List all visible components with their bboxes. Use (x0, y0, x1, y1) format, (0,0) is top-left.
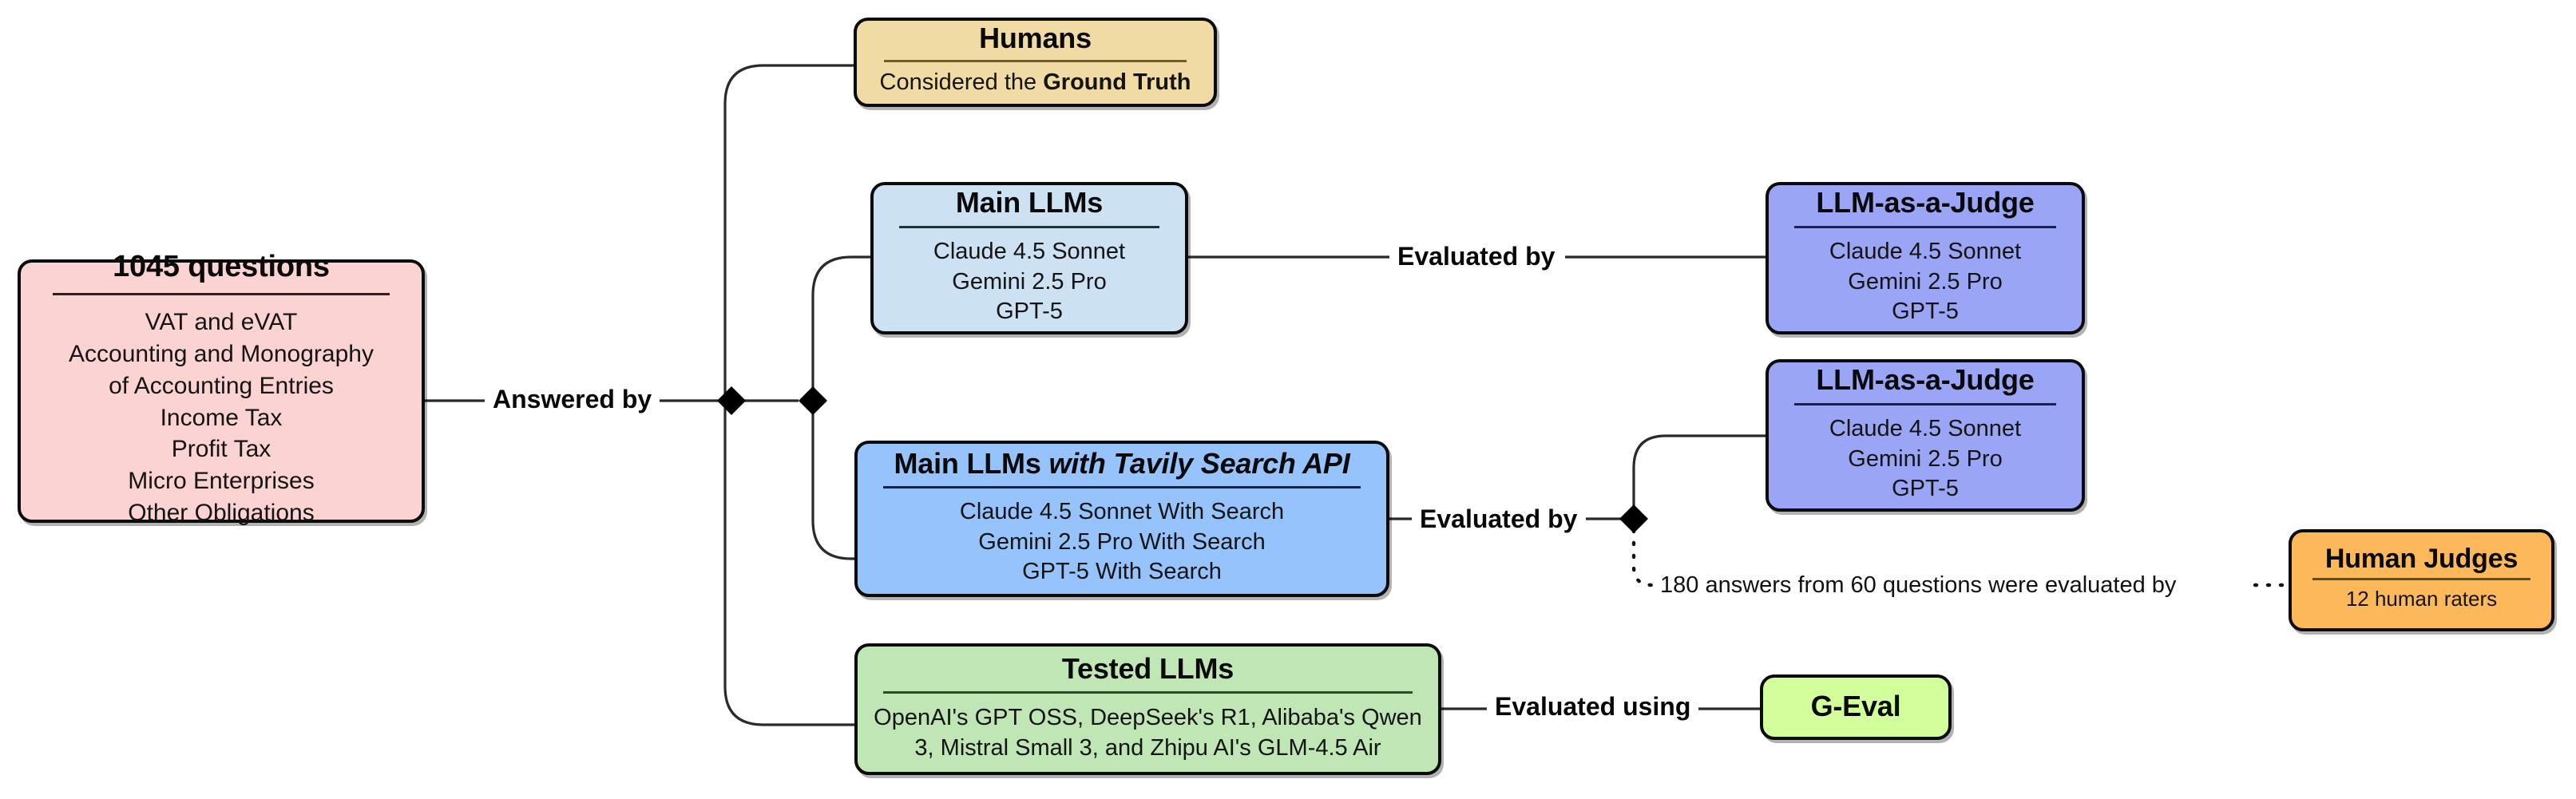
judge-search-item: Claude 4.5 Sonnet (1829, 415, 2022, 441)
judge-main-divider (1794, 225, 2056, 228)
main-llms-divider (899, 225, 1159, 228)
node-tested-llms[interactable]: Tested LLMs OpenAI's GPT OSS, DeepSeek's… (854, 643, 1441, 775)
main-llms-search-title: Main LLMs with Tavily Search API (872, 449, 1372, 479)
wire-junctionB-to-main-llms-search (811, 401, 854, 560)
diamond-junction-b (799, 386, 827, 415)
main-llms-item: Claude 4.5 Sonnet (933, 238, 1126, 264)
questions-item: Profit Tax (171, 436, 271, 463)
judge-main-item: Claude 4.5 Sonnet (1829, 238, 2022, 264)
humans-title: Humans (979, 21, 1092, 54)
edge-label-evaluated-using: Evaluated using (1487, 694, 1699, 719)
humans-subtitle-prefix: Considered the (879, 69, 1044, 95)
tested-llms-list: OpenAI's GPT OSS, DeepSeek's R1, Alibaba… (872, 702, 1424, 764)
node-geval[interactable]: G-Eval (1760, 674, 1952, 740)
questions-item: Micro Enterprises (128, 468, 315, 495)
judge-main-list: Claude 4.5 Sonnet Gemini 2.5 Pro GPT-5 (1783, 237, 2067, 327)
node-humans[interactable]: Humans Considered the Ground Truth (854, 18, 1217, 107)
questions-item: VAT and eVAT (145, 308, 298, 335)
questions-item: Accounting and Monography (69, 340, 374, 367)
questions-list: VAT and eVAT Accounting and Monography o… (35, 307, 407, 529)
questions-item: of Accounting Entries (109, 372, 334, 399)
humans-divider (884, 59, 1187, 62)
node-main-llms[interactable]: Main LLMs Claude 4.5 Sonnet Gemini 2.5 P… (870, 182, 1188, 334)
diamond-junction-a (717, 386, 746, 415)
human-judges-divider (2312, 578, 2530, 581)
main-llms-search-item: Gemini 2.5 Pro With Search (978, 528, 1266, 555)
judge-main-item: Gemini 2.5 Pro (1848, 268, 2003, 295)
questions-item: Other Obligations (128, 500, 315, 527)
node-llm-as-a-judge-search[interactable]: LLM-as-a-Judge Claude 4.5 Sonnet Gemini … (1766, 359, 2085, 512)
questions-title: 1045 questions (113, 249, 330, 283)
wire-junctionB-to-main-llms (811, 255, 870, 401)
main-llms-search-item: Claude 4.5 Sonnet With Search (959, 498, 1285, 524)
judge-main-item: GPT-5 (1892, 299, 1959, 325)
edge-label-evaluated-by-main: Evaluated by (1389, 243, 1563, 269)
judge-search-divider (1794, 402, 2056, 405)
main-llms-search-item: GPT-5 With Search (1022, 559, 1222, 585)
node-questions[interactable]: 1045 questions VAT and eVAT Accounting a… (18, 251, 425, 526)
wire-junctionC-to-judge2 (1632, 434, 1766, 519)
main-llms-item: GPT-5 (996, 299, 1063, 325)
judge-search-item: GPT-5 (1892, 476, 1959, 502)
human-judges-subtitle: 12 human raters (2345, 587, 2498, 611)
judge-search-item: Gemini 2.5 Pro (1848, 445, 2003, 472)
edge-label-human-evaluation-note: 180 answers from 60 questions were evalu… (1654, 574, 2183, 597)
judge-search-title: LLM-as-a-Judge (1816, 363, 2035, 397)
node-llm-as-a-judge-main[interactable]: LLM-as-a-Judge Claude 4.5 Sonnet Gemini … (1766, 182, 2085, 334)
human-judges-title: Human Judges (2324, 543, 2519, 574)
edge-label-answered-by: Answered by (485, 386, 660, 412)
geval-title: G-Eval (1810, 690, 1901, 723)
main-llms-list: Claude 4.5 Sonnet Gemini 2.5 Pro GPT-5 (888, 237, 1171, 327)
humans-subtitle-bold: Ground Truth (1043, 69, 1191, 95)
tested-llms-title: Tested LLMs (1061, 651, 1234, 685)
diamond-junction-c (1619, 504, 1648, 533)
questions-item: Income Tax (160, 404, 283, 431)
judge-main-title: LLM-as-a-Judge (1816, 186, 2035, 220)
main-llms-search-title-italic: with Tavily Search API (1048, 447, 1350, 481)
judge-search-list: Claude 4.5 Sonnet Gemini 2.5 Pro GPT-5 (1783, 414, 2067, 504)
main-llms-title: Main LLMs (955, 186, 1104, 220)
tested-llms-item: 3, Mistral Small 3, and Zhipu AI's GLM-4… (914, 734, 1381, 761)
main-llms-search-list: Claude 4.5 Sonnet With Search Gemini 2.5… (872, 497, 1372, 587)
humans-subtitle: Considered the Ground Truth (871, 69, 1199, 97)
questions-divider (53, 292, 390, 295)
main-llms-search-divider (883, 485, 1361, 488)
tested-llms-divider (883, 690, 1413, 694)
node-main-llms-search[interactable]: Main LLMs with Tavily Search API Claude … (854, 441, 1389, 597)
wire-junctionA-to-tested-llms (723, 401, 854, 726)
edge-label-evaluated-by-search: Evaluated by (1412, 506, 1586, 532)
wire-junctionA-to-humans (723, 64, 854, 401)
main-llms-search-title-prefix: Main LLMs (894, 447, 1049, 481)
tested-llms-item: OpenAI's GPT OSS, DeepSeek's R1, Alibaba… (874, 704, 1422, 730)
wire-junctionC-to-note-dotted (1631, 528, 1656, 587)
node-human-judges[interactable]: Human Judges 12 human raters (2289, 529, 2554, 631)
main-llms-item: Gemini 2.5 Pro (952, 268, 1107, 295)
